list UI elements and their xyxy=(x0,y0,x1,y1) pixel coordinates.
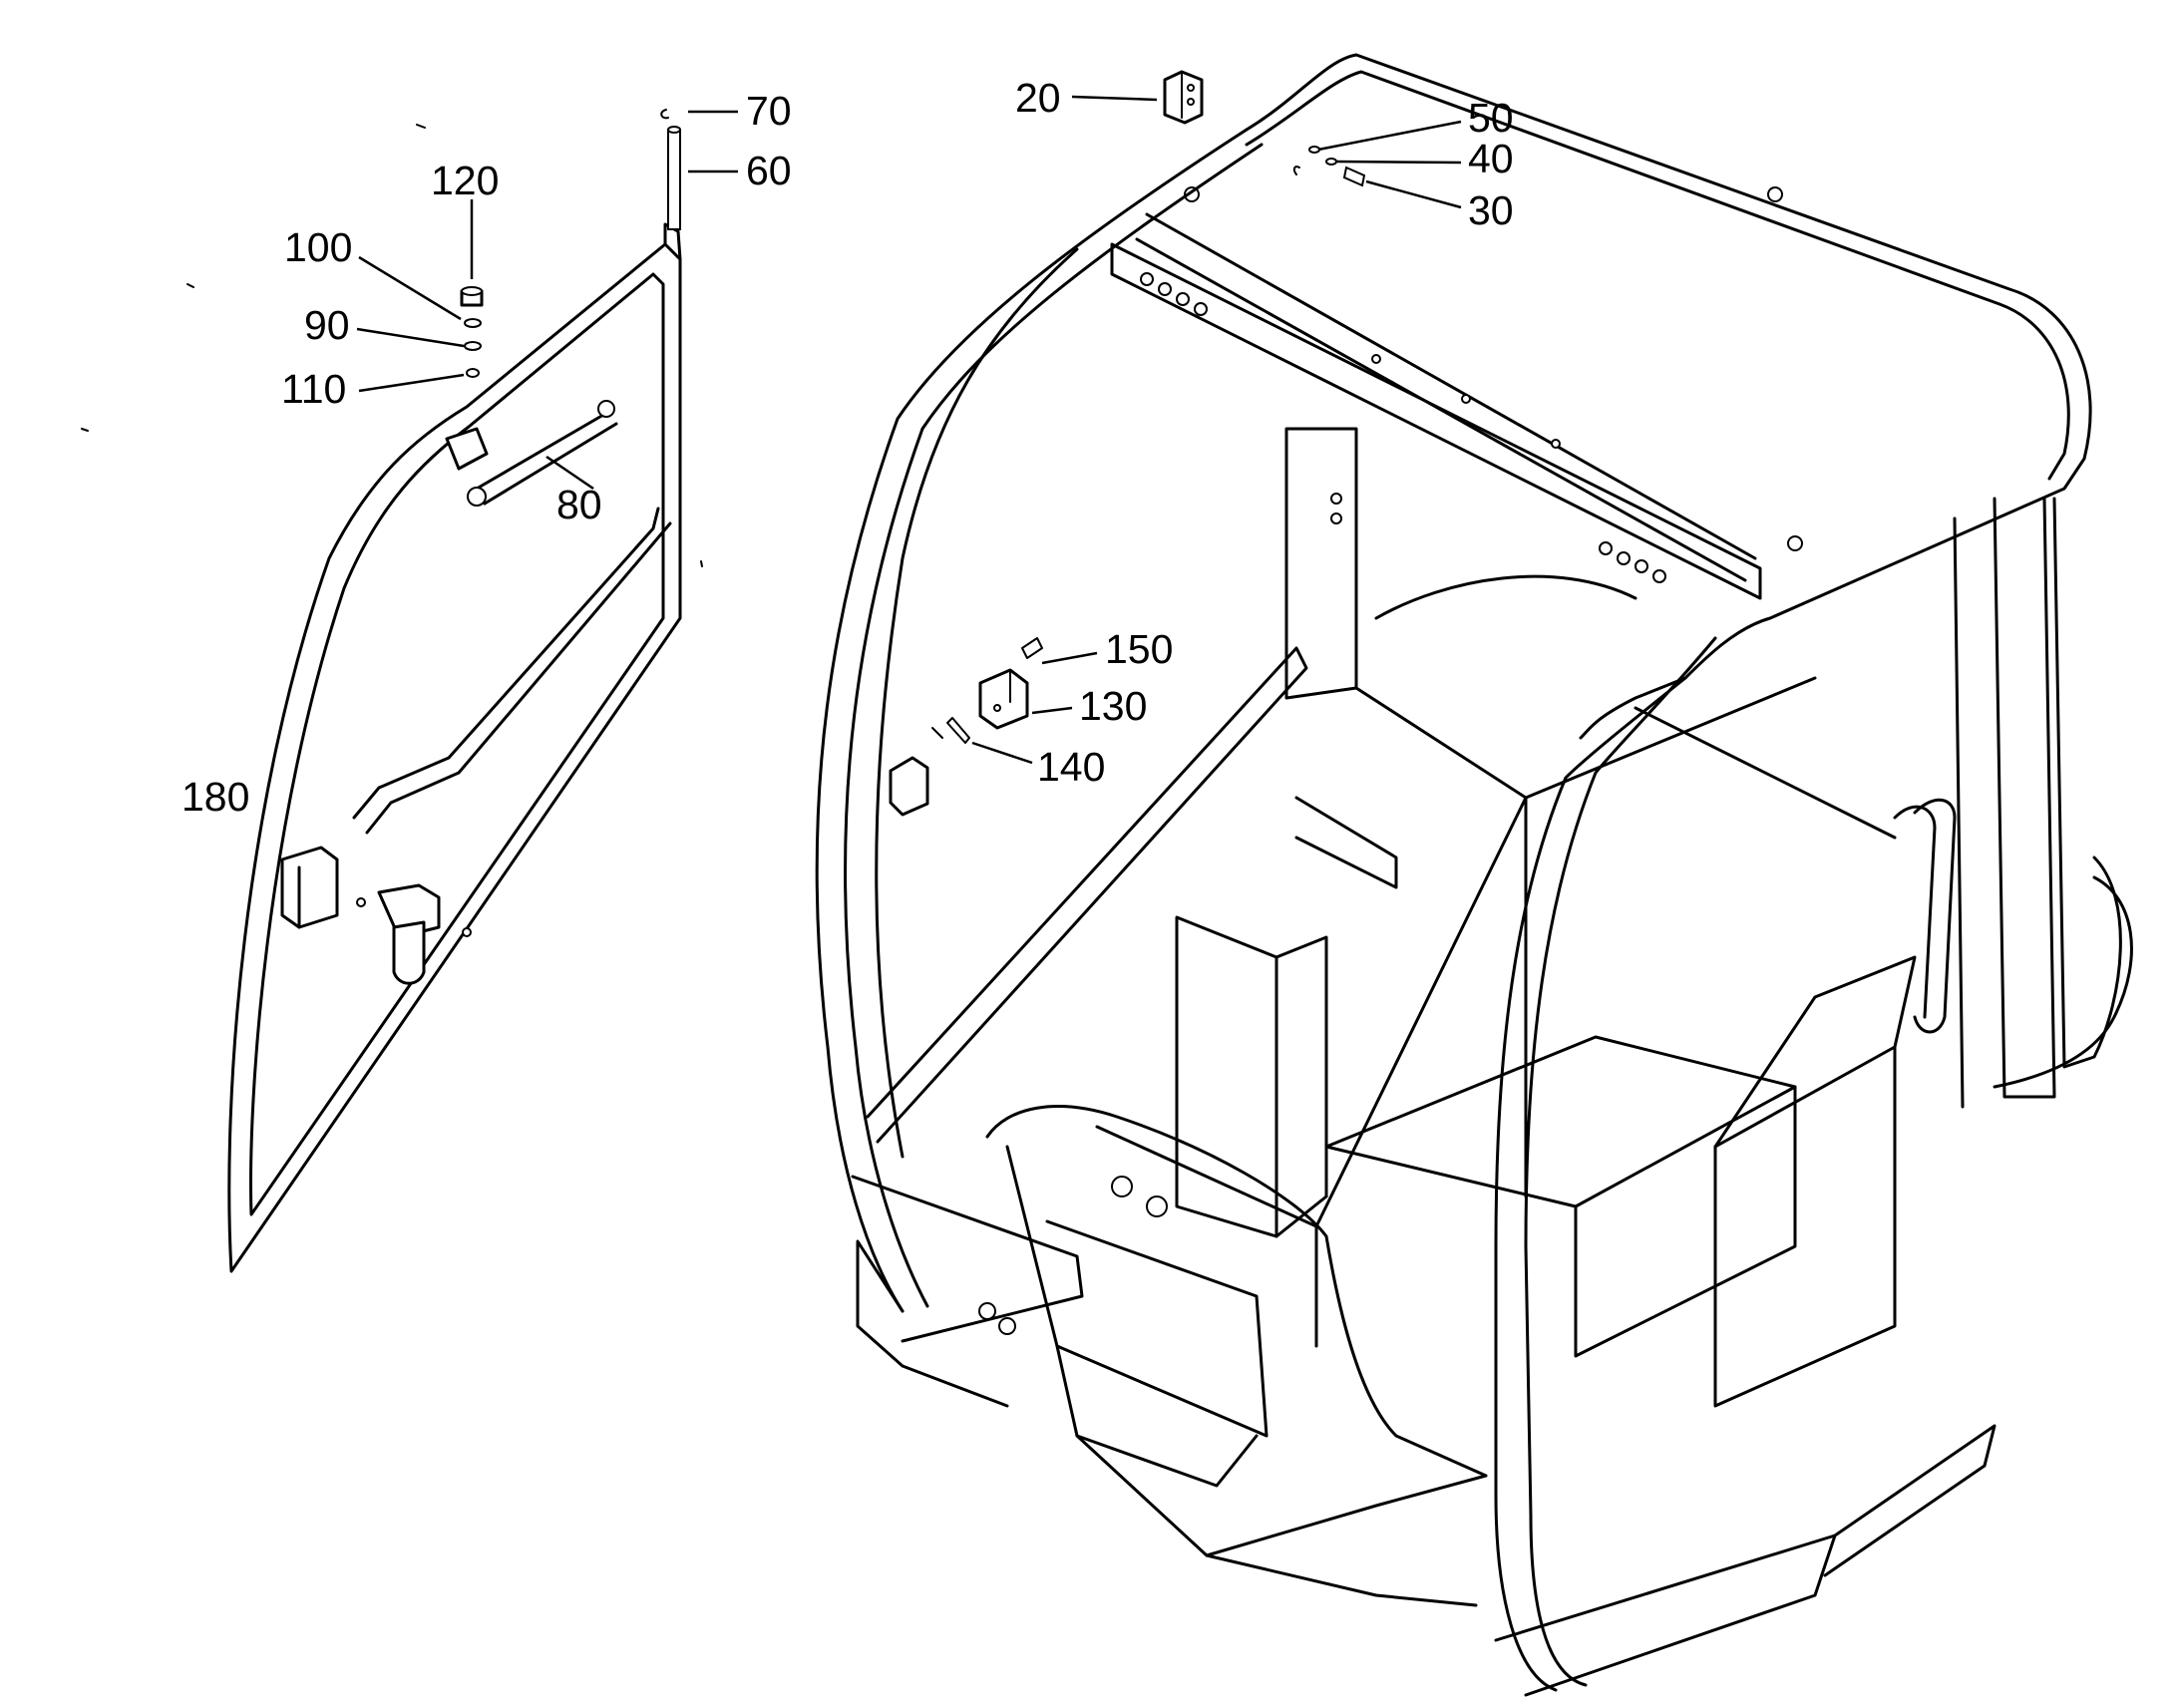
stray-marks xyxy=(81,124,703,567)
cab-frame xyxy=(815,53,2133,1697)
gas-strut xyxy=(445,400,618,507)
callout-140: 140 xyxy=(1037,744,1105,790)
callout-60: 60 xyxy=(746,148,792,193)
callout-100: 100 xyxy=(284,224,352,270)
door-catch-assembly xyxy=(889,637,1043,817)
callout-70: 70 xyxy=(746,88,792,134)
callout-labels: 70 60 120 100 90 110 80 180 20 50 40 30 xyxy=(182,75,1514,820)
callout-180: 180 xyxy=(182,774,249,820)
callout-40: 40 xyxy=(1468,136,1514,181)
callout-50: 50 xyxy=(1468,95,1514,141)
callout-80: 80 xyxy=(556,482,602,527)
callout-150: 150 xyxy=(1105,626,1173,672)
hinge-pin xyxy=(660,109,681,230)
fastener-stack xyxy=(460,286,484,378)
door-assembly xyxy=(227,222,682,1273)
roof-bolt-stack xyxy=(1292,146,1366,187)
callout-130: 130 xyxy=(1079,683,1147,729)
callout-20: 20 xyxy=(1015,75,1061,121)
callout-90: 90 xyxy=(304,302,350,348)
callout-30: 30 xyxy=(1468,187,1514,233)
callout-110: 110 xyxy=(281,366,346,412)
callout-120: 120 xyxy=(431,158,499,203)
roof-latch-block xyxy=(1163,70,1204,125)
